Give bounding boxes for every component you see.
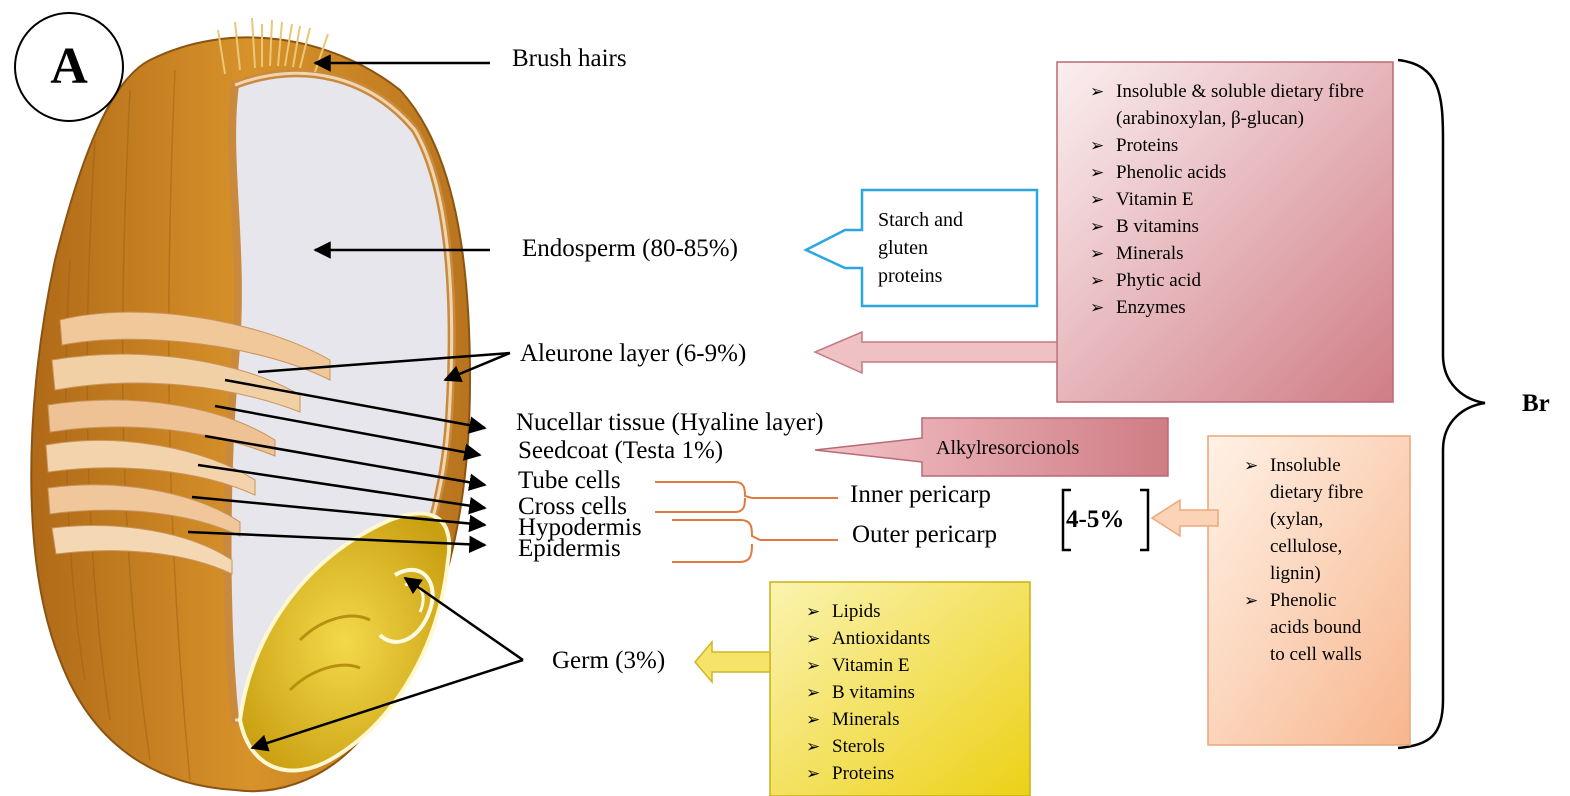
starch-line-2: gluten bbox=[878, 234, 1033, 262]
panel-label-badge: A bbox=[14, 12, 124, 122]
starch-line-3: proteins bbox=[878, 262, 1033, 290]
starch-line-1: Starch and bbox=[878, 206, 1033, 234]
bran-curly-brace bbox=[1398, 60, 1485, 748]
list-item: Phenolic acids bound to cell walls bbox=[1244, 587, 1364, 668]
label-seedcoat: Seedcoat (Testa 1%) bbox=[518, 438, 723, 463]
list-item: Proteins bbox=[1090, 132, 1380, 159]
label-brush-hairs: Brush hairs bbox=[512, 46, 627, 71]
label-tube-cells: Tube cells bbox=[518, 468, 621, 493]
list-item: Minerals bbox=[806, 706, 1026, 733]
aleurone-arrow bbox=[815, 332, 1057, 373]
aleurone-nutrient-list: Insoluble & soluble dietary fibre (arabi… bbox=[1090, 78, 1380, 321]
pericarp-braces bbox=[655, 482, 838, 562]
list-item: Minerals bbox=[1090, 240, 1380, 267]
list-item: Insoluble dietary fibre (xylan, cellulos… bbox=[1244, 452, 1364, 587]
label-bran-partial: Br bbox=[1522, 391, 1550, 416]
list-item: Phytic acid bbox=[1090, 267, 1380, 294]
list-item: Insoluble & soluble dietary fibre (arabi… bbox=[1090, 78, 1380, 132]
list-item: Vitamin E bbox=[806, 652, 1026, 679]
germ-arrow bbox=[695, 642, 770, 682]
list-item: Sterols bbox=[806, 733, 1026, 760]
wheat-grain-illustration bbox=[31, 18, 470, 791]
list-item: Phenolic acids bbox=[1090, 159, 1380, 186]
list-item: Lipids bbox=[806, 598, 1026, 625]
list-item: Antioxidants bbox=[806, 625, 1026, 652]
label-germ: Germ (3%) bbox=[552, 648, 665, 673]
label-outer-pericarp: Outer pericarp bbox=[852, 522, 997, 547]
label-alkylresorcinols: Alkylresorcionols bbox=[936, 437, 1079, 459]
pericarp-nutrient-list: Insoluble dietary fibre (xylan, cellulos… bbox=[1244, 452, 1364, 668]
list-item: Vitamin E bbox=[1090, 186, 1380, 213]
label-nucellar-tissue: Nucellar tissue (Hyaline layer) bbox=[516, 410, 824, 435]
label-endosperm: Endosperm (80-85%) bbox=[522, 236, 738, 261]
germ-nutrient-list: Lipids Antioxidants Vitamin E B vitamins… bbox=[806, 598, 1026, 787]
list-item: B vitamins bbox=[1090, 213, 1380, 240]
starch-box-text: Starch and gluten proteins bbox=[878, 206, 1033, 290]
label-epidermis: Epidermis bbox=[518, 536, 621, 561]
list-item: Proteins bbox=[806, 760, 1026, 787]
label-inner-pericarp: Inner pericarp bbox=[850, 482, 991, 507]
label-pericarp-percent: 4-5% bbox=[1066, 507, 1124, 532]
list-item: Enzymes bbox=[1090, 294, 1380, 321]
list-item: B vitamins bbox=[806, 679, 1026, 706]
label-aleurone-layer: Aleurone layer (6-9%) bbox=[520, 341, 746, 366]
